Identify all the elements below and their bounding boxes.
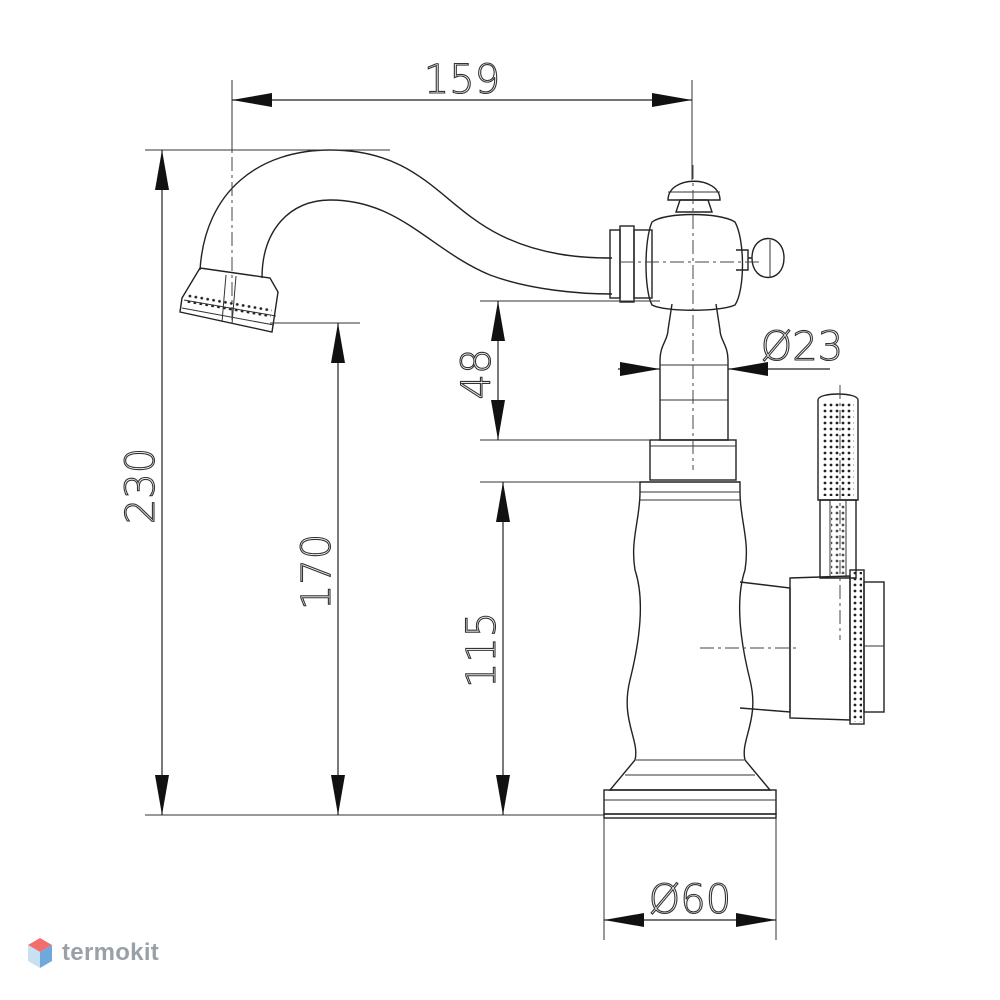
dimension-lines xyxy=(145,80,830,940)
termokit-logo: termokit xyxy=(26,936,159,970)
dim-neck-height: 48 xyxy=(454,349,500,400)
dim-spout-reach: 159 xyxy=(424,57,500,103)
dim-spout-height: 170 xyxy=(294,534,340,610)
dim-handle-diameter: Ø23 xyxy=(761,324,843,370)
dim-base-diameter: Ø60 xyxy=(649,877,731,923)
brand-name: termokit xyxy=(62,939,160,966)
cube-logo-icon xyxy=(28,938,52,968)
dim-total-height: 230 xyxy=(118,448,164,524)
dimension-labels: 159 230 170 48 115 Ø23 Ø60 xyxy=(117,56,843,923)
center-lines xyxy=(231,82,841,649)
dim-base-to-neck: 115 xyxy=(459,612,505,688)
faucet-outline xyxy=(179,149,885,819)
